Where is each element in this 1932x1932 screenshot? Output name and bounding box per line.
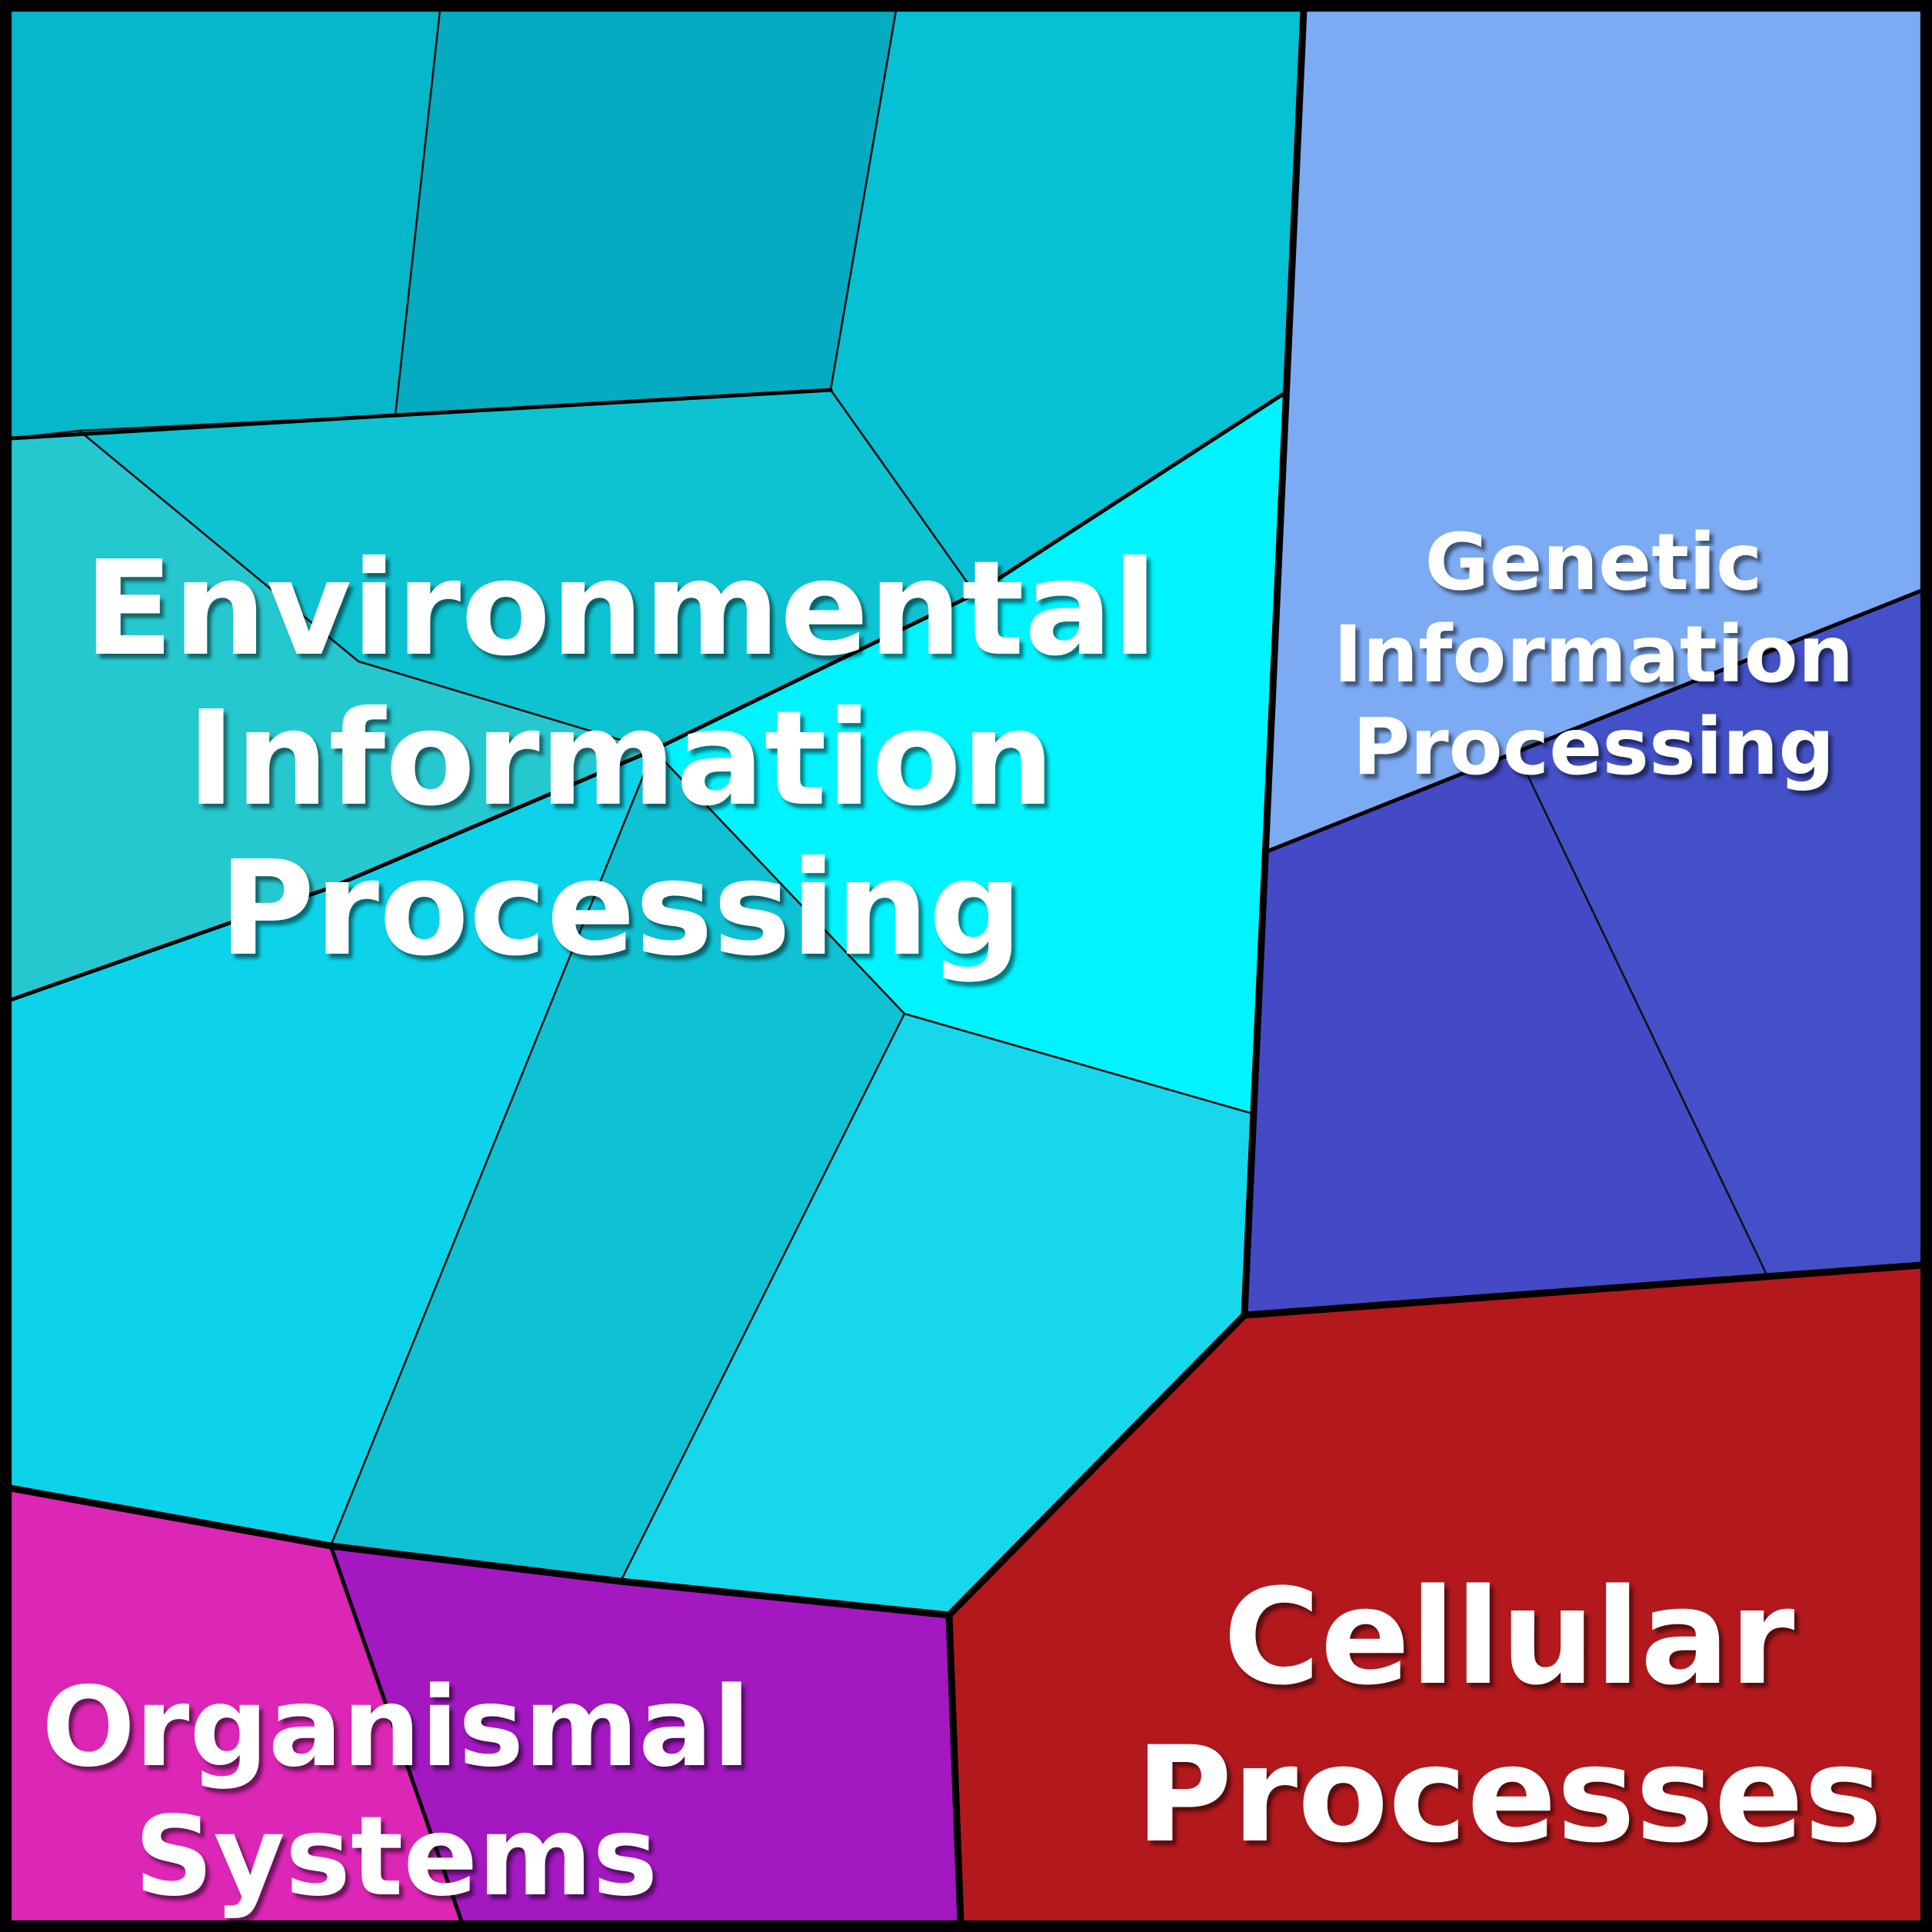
- boundary-gip-subgroup-edge: [1263, 588, 1924, 854]
- boundary-bright-cyan-top-edge: [973, 390, 1288, 596]
- boundary-os-subgroup-edge: [328, 1544, 464, 1924]
- boundary-membrane-transport-group-edge: [8, 388, 833, 441]
- label-line: Cellular: [1223, 1560, 1794, 1714]
- label-line: Processes: [1135, 1717, 1882, 1872]
- label-line: Information: [1334, 609, 1854, 701]
- eip-cell-2[interactable]: [394, 9, 898, 417]
- boundary-cp-os-border: [945, 1611, 964, 1925]
- boundary-eip-cp-border: [945, 1311, 1248, 1619]
- label-line: Processing: [1353, 701, 1835, 793]
- label-line: Information: [187, 683, 1054, 835]
- boundary-eip-os-border: [7, 1484, 953, 1619]
- boundary-signal-transduction-group-edge: [8, 591, 978, 1002]
- eip-cell-1[interactable]: [9, 9, 441, 440]
- label-line: Systems: [135, 1792, 658, 1920]
- boundary-eip-gip-border: [1241, 7, 1307, 1319]
- label-line: Genetic: [1425, 517, 1763, 608]
- label-line: Processing: [219, 833, 1023, 985]
- boundary-gip-cp-border: [1241, 1261, 1925, 1319]
- label-line: Organismal: [42, 1663, 750, 1791]
- label-line: Environmental: [84, 533, 1158, 685]
